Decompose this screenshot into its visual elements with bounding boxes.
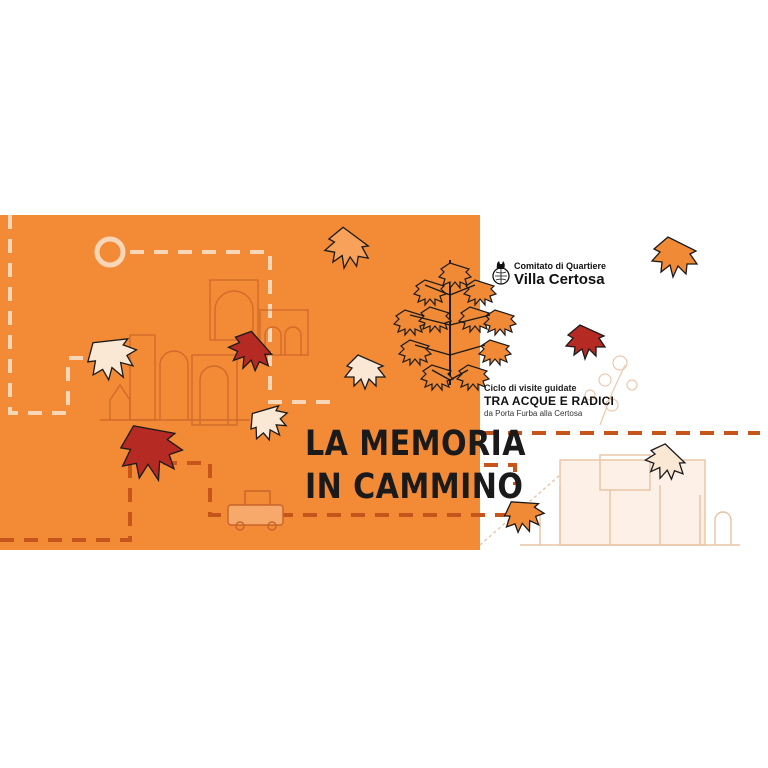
leaf-2 [650,236,699,279]
logo-line-1: Comitato di Quartiere [514,261,607,271]
leaves [86,226,699,535]
subtitle-line-1: Ciclo di visite guidate [484,383,577,393]
tree-icon [392,260,518,392]
orange-panel [0,215,480,550]
leaf-3 [564,324,607,361]
main-title: LA MEMORIA IN CAMMINO [305,423,526,509]
leaf-9 [643,443,687,481]
leaf-4 [86,337,138,382]
subtitle-line-2: TRA ACQUE E RADICI [484,394,615,408]
title-line-1: LA MEMORIA [305,424,526,464]
path-light [8,215,330,415]
logo-line-2: Villa Certosa [514,271,605,288]
leaf-1 [323,226,370,271]
flowers-sketch [584,355,638,426]
path-dark [0,431,760,542]
decorations [0,215,760,546]
leaf-7 [250,404,289,442]
cat-globe-icon [492,261,510,285]
car-icon [227,490,284,531]
banner: LA MEMORIA IN CAMMINO Comitato di Quarti… [0,215,768,555]
subtitle-line-3: da Porta Furba alla Certosa [484,409,583,418]
start-circle [94,236,126,268]
title-line-2: IN CAMMINO [305,467,524,507]
leaf-6 [343,354,387,391]
buildings-sketch [100,279,309,426]
committee-logo: Comitato di Quartiere Villa Certosa [490,257,630,297]
leaf-5 [226,330,274,373]
leaf-10 [503,501,546,535]
building-right-sketch [479,454,740,546]
leaf-8 [119,425,184,483]
subtitle-block: Ciclo di visite guidate TRA ACQUE E RADI… [484,383,644,418]
